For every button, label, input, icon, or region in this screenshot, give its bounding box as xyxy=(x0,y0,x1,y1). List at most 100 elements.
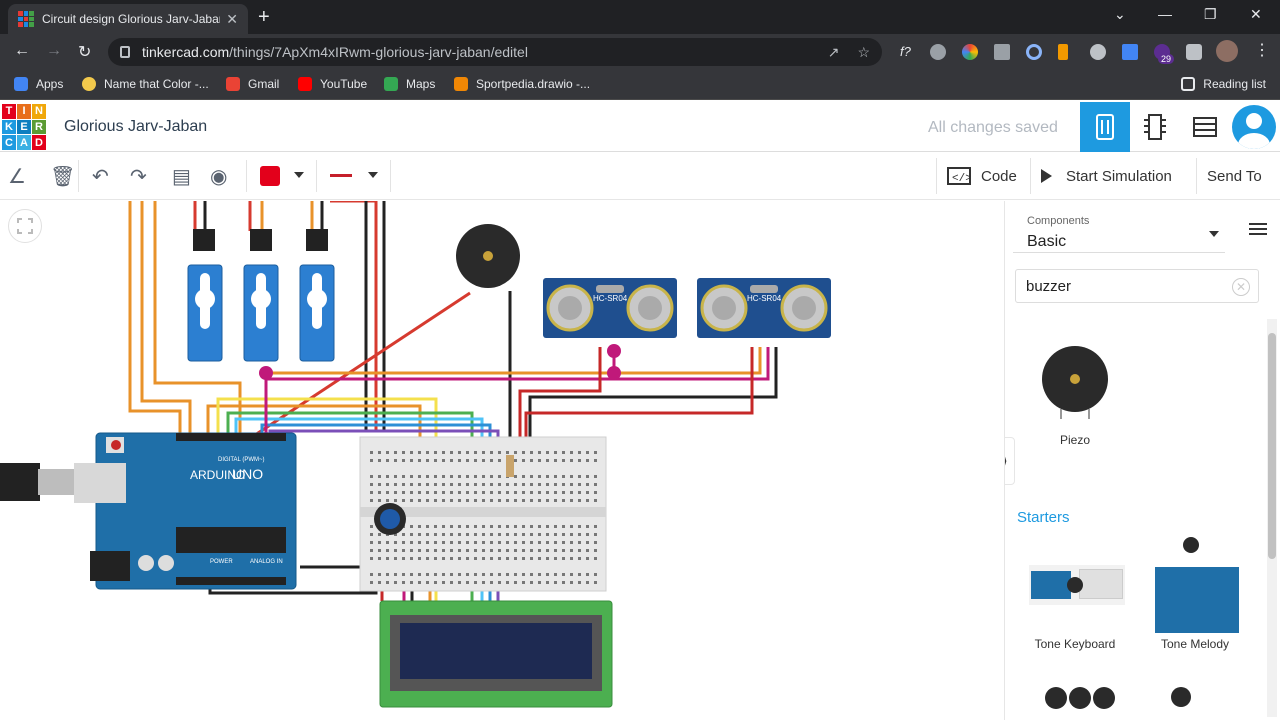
component-list-button[interactable] xyxy=(1180,102,1230,152)
bookmark-apps[interactable]: Apps xyxy=(14,77,63,91)
starter-three-buzzers-thumbnail[interactable] xyxy=(1041,685,1125,715)
arduino-analog-label: ANALOG IN xyxy=(250,559,283,565)
arduino-uno-label: UNO xyxy=(232,466,263,482)
piezo-component-card[interactable] xyxy=(1041,345,1109,421)
usb-plug xyxy=(38,469,74,495)
browser-tab-bar: Circuit design Glorious Jarv-Jaban ✕ + ⌄… xyxy=(0,0,1280,34)
ultrasonic-sensor-2: HC-SR04 xyxy=(697,278,831,338)
components-dropdown-label: Components xyxy=(1027,215,1090,227)
gear-extension-icon[interactable] xyxy=(1090,44,1106,60)
share-icon[interactable]: ↗ xyxy=(827,43,840,60)
svg-text:</>: </> xyxy=(952,173,971,185)
piezo-label: Piezo xyxy=(1059,433,1091,447)
chevron-down-icon xyxy=(1209,231,1219,237)
function-extension-icon[interactable]: f? xyxy=(900,44,911,59)
resistor xyxy=(506,455,514,477)
url-host: tinkercad.com xyxy=(142,44,230,60)
orange-extension-icon[interactable] xyxy=(1058,44,1068,60)
piezo-icon xyxy=(1042,346,1108,419)
code-button-label: Code xyxy=(981,167,1017,185)
code-button[interactable]: </> Code xyxy=(936,158,1027,194)
ultrasonic-sensor-1: HC-SR04 xyxy=(543,278,677,338)
maximize-button[interactable]: ❐ xyxy=(1204,6,1217,22)
user-avatar[interactable] xyxy=(1232,105,1276,149)
notes-icon[interactable]: ▤ xyxy=(172,166,191,188)
bookmark-star-icon[interactable]: ☆ xyxy=(857,43,870,60)
wire-buzzer-red xyxy=(245,291,471,443)
circuit-canvas[interactable]: HC-SR04 HC-SR04 ARDUINO UNO DIGITAL (PWM… xyxy=(0,201,1004,720)
components-panel: ⟩ Components Basic buzzer ✕ Piezo Starte… xyxy=(1004,201,1280,720)
piezo-buzzer xyxy=(456,224,520,288)
tone-keyboard-thumbnail[interactable] xyxy=(1029,565,1125,605)
wire-type-dropdown-caret-icon[interactable] xyxy=(368,172,378,178)
wire-color-swatch[interactable] xyxy=(260,166,280,186)
browser-tab[interactable]: Circuit design Glorious Jarv-Jaban ✕ xyxy=(8,4,248,34)
circuit-view-button[interactable] xyxy=(1080,102,1130,152)
forward-arrow-icon[interactable]: → xyxy=(46,42,62,59)
extension-icon[interactable] xyxy=(930,44,946,60)
tab-title: Circuit design Glorious Jarv-Jaban xyxy=(42,12,221,26)
wire-sr04-magenta xyxy=(266,347,770,381)
sr04-label-2: HC-SR04 xyxy=(747,294,782,303)
puzzle-extensions-icon[interactable] xyxy=(1186,44,1202,60)
components-dropdown-value: Basic xyxy=(1027,233,1067,250)
clear-search-icon[interactable]: ✕ xyxy=(1232,278,1250,296)
visibility-eye-icon[interactable]: ◉ xyxy=(210,166,228,188)
address-bar-row: ← → ↻ tinkercad.com/things/7ApXm4xIRwm-g… xyxy=(0,34,1280,70)
redo-icon[interactable]: ↷ xyxy=(130,166,147,188)
rotate-icon[interactable]: ∠ xyxy=(8,166,26,188)
youtube-icon xyxy=(298,77,312,91)
translate-extension-icon[interactable] xyxy=(1122,44,1138,60)
fit-view-icon[interactable] xyxy=(8,209,42,243)
table-list-icon xyxy=(1193,117,1217,137)
bookmark-gmail[interactable]: Gmail xyxy=(226,77,279,91)
reload-icon[interactable]: ↻ xyxy=(78,44,92,61)
servo-motor-3 xyxy=(299,229,335,362)
circle-extension-icon[interactable] xyxy=(1026,44,1042,60)
back-arrow-icon[interactable]: ← xyxy=(14,42,30,59)
tone-melody-thumbnail[interactable] xyxy=(1151,537,1241,635)
start-simulation-button[interactable]: Start Simulation xyxy=(1030,158,1182,194)
wire-sr04b-black xyxy=(528,347,778,441)
color-picker-extension-icon[interactable] xyxy=(962,44,978,60)
editor-toolbar: ∠ 🗑 ↶ ↷ ▤ ◉ </> Code Start Simulation Se… xyxy=(0,152,1280,200)
send-to-button[interactable]: Send To xyxy=(1196,158,1272,194)
lightbulb-icon xyxy=(82,77,96,91)
tab-search-icon[interactable]: ⌄ xyxy=(1114,6,1126,22)
bookmark-sportpedia[interactable]: Sportpedia.drawio -... xyxy=(454,77,590,91)
starter-buzzer-thumbnail[interactable] xyxy=(1171,687,1191,707)
starters-heading: Starters xyxy=(1017,509,1070,526)
collapse-panel-chevron-icon[interactable]: ⟩ xyxy=(1005,437,1015,485)
list-view-icon[interactable] xyxy=(1249,223,1267,235)
sr04-label-1: HC-SR04 xyxy=(593,294,628,303)
breadboard xyxy=(359,436,607,592)
delete-trash-icon[interactable]: 🗑 xyxy=(50,166,76,188)
undo-icon[interactable]: ↶ xyxy=(92,166,109,188)
reading-list-button[interactable]: Reading list xyxy=(1181,77,1266,91)
color-dropdown-caret-icon[interactable] xyxy=(294,172,304,178)
search-input-value: buzzer xyxy=(1026,277,1072,295)
tab-close-icon[interactable]: ✕ xyxy=(226,10,238,27)
schematic-view-button[interactable] xyxy=(1130,102,1180,152)
play-icon xyxy=(1041,169,1052,183)
eyedropper-extension-icon[interactable] xyxy=(994,44,1010,60)
panel-scrollbar[interactable] xyxy=(1267,319,1277,717)
components-dropdown[interactable]: Components Basic xyxy=(1013,207,1225,253)
bookmark-name-that-color[interactable]: Name that Color -... xyxy=(82,77,209,91)
new-tab-button[interactable]: + xyxy=(258,6,270,28)
project-name[interactable]: Glorious Jarv-Jaban xyxy=(64,118,208,135)
breadboard-view-icon xyxy=(1096,114,1114,140)
minimize-button[interactable]: — xyxy=(1158,6,1172,22)
servo-motor-1 xyxy=(187,229,223,362)
close-window-button[interactable]: ✕ xyxy=(1250,6,1262,22)
lock-icon xyxy=(120,46,130,58)
browser-menu-icon[interactable]: ⋮ xyxy=(1254,42,1270,59)
bookmark-maps[interactable]: Maps xyxy=(384,77,435,91)
search-input[interactable]: buzzer ✕ xyxy=(1015,269,1259,303)
bookmark-youtube[interactable]: YouTube xyxy=(298,77,367,91)
url-field[interactable]: tinkercad.com/things/7ApXm4xIRwm-gloriou… xyxy=(108,38,882,66)
wire-type-icon[interactable] xyxy=(330,174,352,177)
profile-avatar[interactable] xyxy=(1216,40,1238,62)
